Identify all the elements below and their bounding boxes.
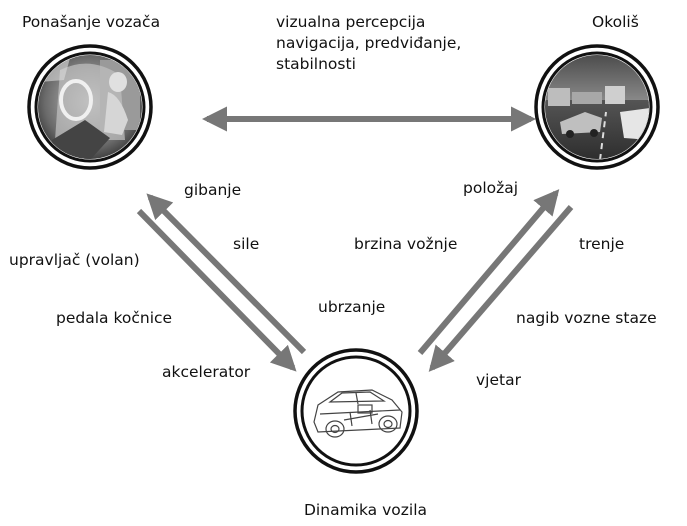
environment-to-vehicle-label-vjetar: vjetar (476, 371, 521, 389)
environment-to-vehicle-label-nagib: nagib vozne staze (516, 309, 657, 327)
vehicle-node-title: Dinamika vozila (304, 501, 428, 519)
arrow-environment-to-vehicle (428, 205, 574, 372)
arrow-vehicle-to-driver (146, 193, 307, 355)
vehicle-to-environment-label-ubrzanje: ubrzanje (318, 298, 386, 316)
driver-to-vehicle-label-akcelerator: akcelerator (162, 363, 251, 381)
driver-node-title: Ponašanje vozača (22, 13, 161, 31)
vehicle-to-environment-label-brzina: brzina vožnje (354, 235, 458, 253)
driver-to-vehicle-label-upravljac: upravljač (volan) (9, 251, 140, 269)
environment-node (534, 44, 660, 170)
driver-node (27, 44, 153, 170)
environment-to-vehicle-label-trenje: trenje (579, 235, 625, 253)
arrow-vehicle-to-environment (417, 189, 560, 355)
environment-node-title: Okoliš (592, 13, 639, 31)
driver-to-vehicle-label-pedala: pedala kočnice (56, 309, 173, 327)
driver-in-seat-image (38, 55, 142, 159)
vehicle-to-driver-label-sile: sile (233, 235, 260, 253)
driver-environment-label: vizualna percepcija navigacija, predviđa… (276, 13, 462, 73)
vehicle-to-driver-label-gibanje: gibanje (184, 181, 242, 199)
vehicle-node (293, 348, 419, 474)
car-chassis-sketch-image (313, 389, 403, 438)
environment-to-vehicle-label-polozaj: položaj (463, 179, 519, 197)
arrow-driver-to-vehicle (136, 208, 297, 372)
